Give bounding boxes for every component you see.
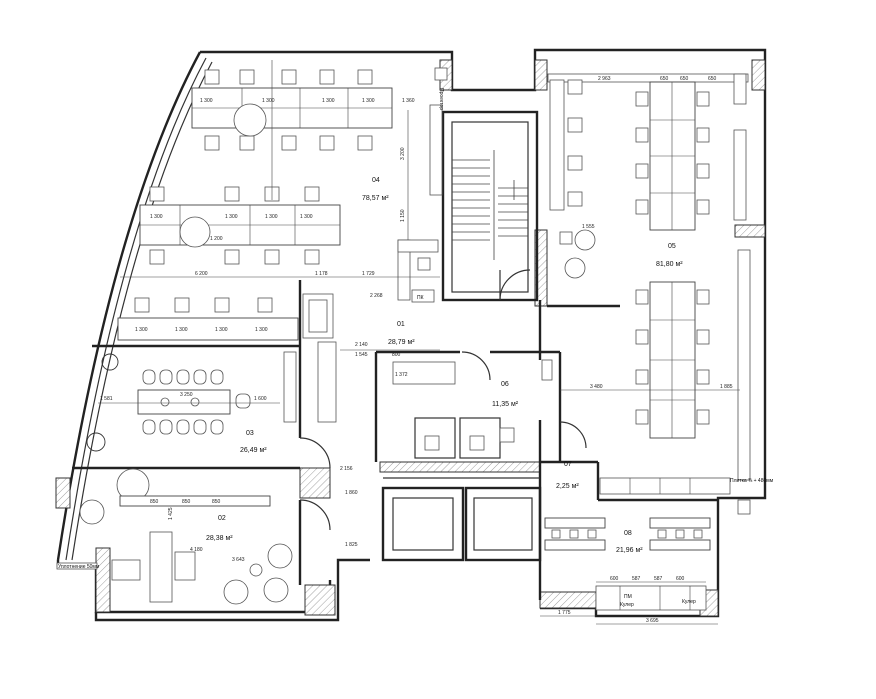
room-03: 03 26,49 м² 1 581 3 250 1 600 2 156 <box>86 351 353 472</box>
dim: 1 300 <box>175 327 188 333</box>
dim: 650 <box>708 76 717 82</box>
room-07: 07 2,25 м² <box>556 461 579 490</box>
label-pm: ПМ <box>624 594 632 600</box>
dim: 1 178 <box>315 271 328 277</box>
dim: 1 360 <box>402 98 415 104</box>
elevators <box>381 477 542 562</box>
dim: 3 643 <box>232 557 245 563</box>
dim: 1 300 <box>265 214 278 220</box>
room-05-number: 05 <box>668 243 676 250</box>
desk-cluster-2 <box>139 186 341 265</box>
dim: 1 300 <box>150 214 163 220</box>
label-cooler-2: Кулер <box>682 599 696 605</box>
room-02-area: 28,38 м² <box>206 535 233 542</box>
dim: 800 <box>392 352 401 358</box>
label-pk: ПК <box>417 295 424 301</box>
room-08-number: 08 <box>624 530 632 537</box>
dim: 3 200 <box>400 147 406 160</box>
room-01-area: 28,79 м² <box>388 339 415 346</box>
room-05: 2 963 650 650 650 <box>547 73 774 515</box>
label-tile: Плитка ⅜ + 480мм <box>730 478 774 484</box>
staircase-core <box>441 110 539 302</box>
dim: 1 825 <box>345 542 358 548</box>
dim: 1 555 <box>582 224 595 230</box>
room-08: ПМ Кулер Кулер 08 21,96 м² 600 587 587 6… <box>540 517 718 625</box>
dim: 1 300 <box>322 98 335 104</box>
dim: 850 <box>182 499 191 505</box>
dim: 587 <box>632 576 641 582</box>
room-07-area: 2,25 м² <box>556 483 579 490</box>
dim: 1 775 <box>558 610 571 616</box>
room-06-number: 06 <box>501 381 509 388</box>
room-06: 06 11,35 м² 1 372 <box>392 359 553 459</box>
dim: 2 140 <box>355 342 368 348</box>
dim: 1 581 <box>100 396 113 402</box>
dim: 650 <box>660 76 669 82</box>
room-08-area: 21,96 м² <box>616 547 643 554</box>
label-projector: Проектор <box>438 88 444 110</box>
dim: 3 695 <box>646 618 659 624</box>
dim: 650 <box>680 76 689 82</box>
room-06-area: 11,35 м² <box>492 401 519 408</box>
dim: 1 372 <box>395 372 408 378</box>
dim: 850 <box>150 499 159 505</box>
dim: 1 600 <box>254 396 267 402</box>
dim: 1 150 <box>400 209 406 222</box>
dim: 2 268 <box>370 293 383 299</box>
dim: 1 300 <box>200 98 213 104</box>
room-03-area: 26,49 м² <box>240 447 267 454</box>
room-02: 02 28,38 м² 850 850 850 1 860 1 825 3 64… <box>56 468 358 605</box>
dim: 1 860 <box>345 490 358 496</box>
room-07-number: 07 <box>564 461 572 468</box>
dim: 1 300 <box>262 98 275 104</box>
dim: 1 300 <box>225 214 238 220</box>
dim: 850 <box>212 499 221 505</box>
dim: 1 300 <box>255 327 268 333</box>
dim: 6 200 <box>195 271 208 277</box>
dim: 3 480 <box>590 384 603 390</box>
dim: 1 300 <box>135 327 148 333</box>
dim: 600 <box>676 576 685 582</box>
dim: 1 300 <box>300 214 313 220</box>
room-01-number: 01 <box>397 321 405 328</box>
structural-columns <box>55 59 766 617</box>
dim: 1 300 <box>215 327 228 333</box>
dim: 600 <box>610 576 619 582</box>
room-04: ПК Проектор 04 78,57 м² 1 300 1 300 1 30… <box>117 60 448 341</box>
label-cooler: Кулер <box>620 602 634 608</box>
dim: 2 963 <box>598 76 611 82</box>
dim: 587 <box>654 576 663 582</box>
room-03-number: 03 <box>246 430 254 437</box>
room-05-area: 81,80 м² <box>656 261 683 268</box>
desk-row-3 <box>117 297 299 341</box>
label-sealant: Уплотнение 50мм <box>58 564 100 570</box>
dim: 1 300 <box>362 98 375 104</box>
room-02-number: 02 <box>218 515 226 522</box>
dim: 4 180 <box>190 547 203 553</box>
dim: 1 729 <box>362 271 375 277</box>
dim: 1 545 <box>355 352 368 358</box>
desk-cluster-1 <box>191 69 393 151</box>
room-04-number: 04 <box>372 177 380 184</box>
dim: 1 885 <box>720 384 733 390</box>
dim: 3 250 <box>180 392 193 398</box>
dim: 2 156 <box>340 466 353 472</box>
room-01: 01 28,79 м² 2 140 1 545 800 <box>302 293 440 423</box>
dim: 1 425 <box>168 507 174 520</box>
dim: 1 200 <box>210 236 223 242</box>
room-04-area: 78,57 м² <box>362 195 389 202</box>
